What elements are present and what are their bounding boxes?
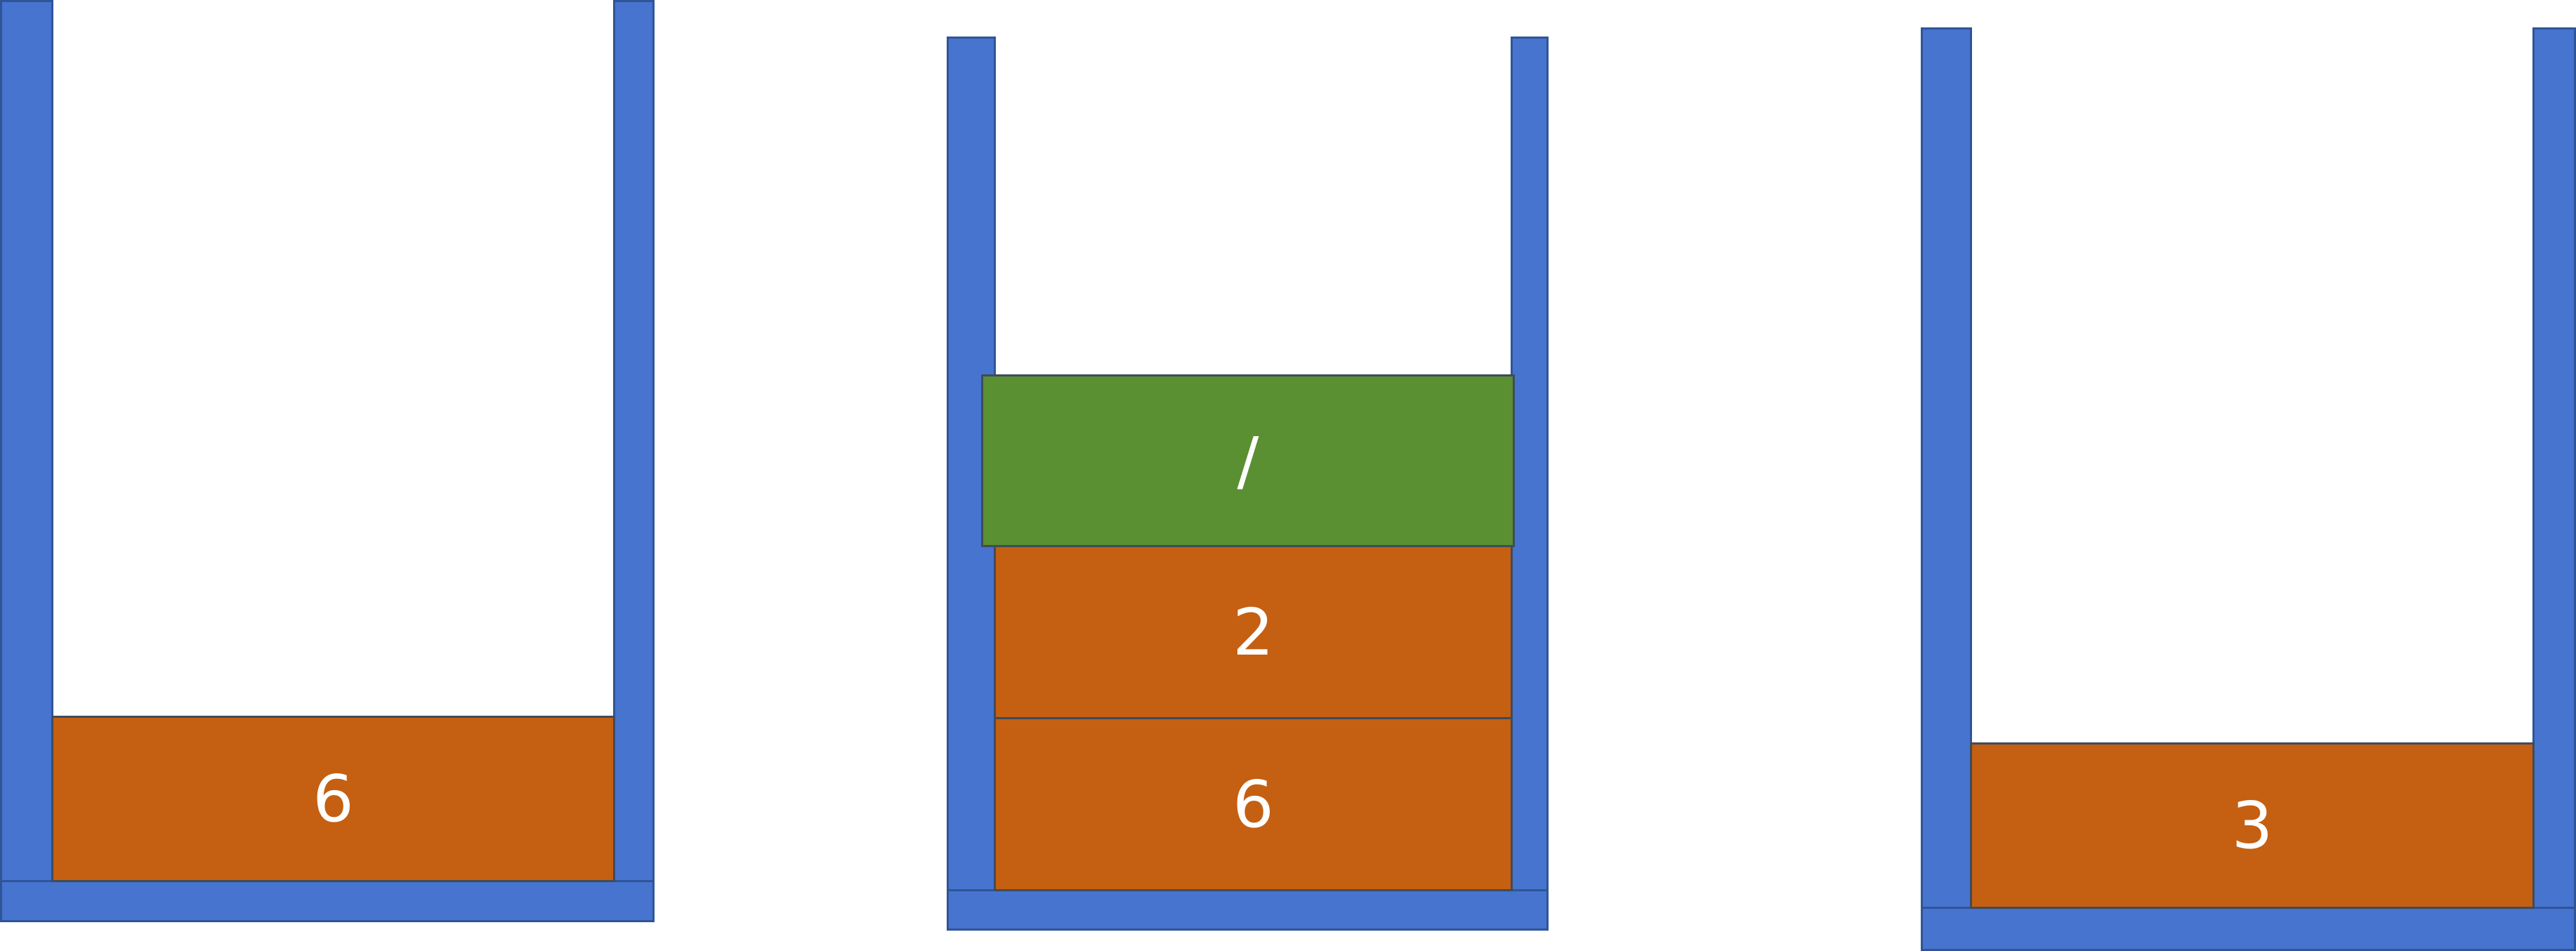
block-label: /: [1237, 423, 1259, 499]
block-label: 6: [313, 761, 354, 837]
stack-3-right-wall: [2532, 27, 2576, 951]
stack-1-block-1: 6: [51, 716, 615, 882]
stack-2-base: [947, 889, 1549, 931]
stack-2-block-bottom: 6: [994, 717, 1513, 891]
stack-3-base: [1921, 907, 2576, 951]
stack-2-block-top: /: [981, 374, 1515, 547]
stack-2-right-wall: [1511, 37, 1549, 931]
stack-1-left-wall: [0, 0, 53, 922]
stack-3-left-wall: [1921, 27, 1972, 951]
block-label: 2: [1233, 594, 1274, 670]
stack-1-base: [0, 880, 655, 922]
stack-1-right-wall: [613, 0, 655, 922]
stack-3-block-1: 3: [1970, 742, 2535, 909]
block-label: 6: [1233, 766, 1274, 842]
block-label: 3: [2231, 788, 2273, 863]
stack-2-block-middle: 2: [994, 545, 1513, 719]
